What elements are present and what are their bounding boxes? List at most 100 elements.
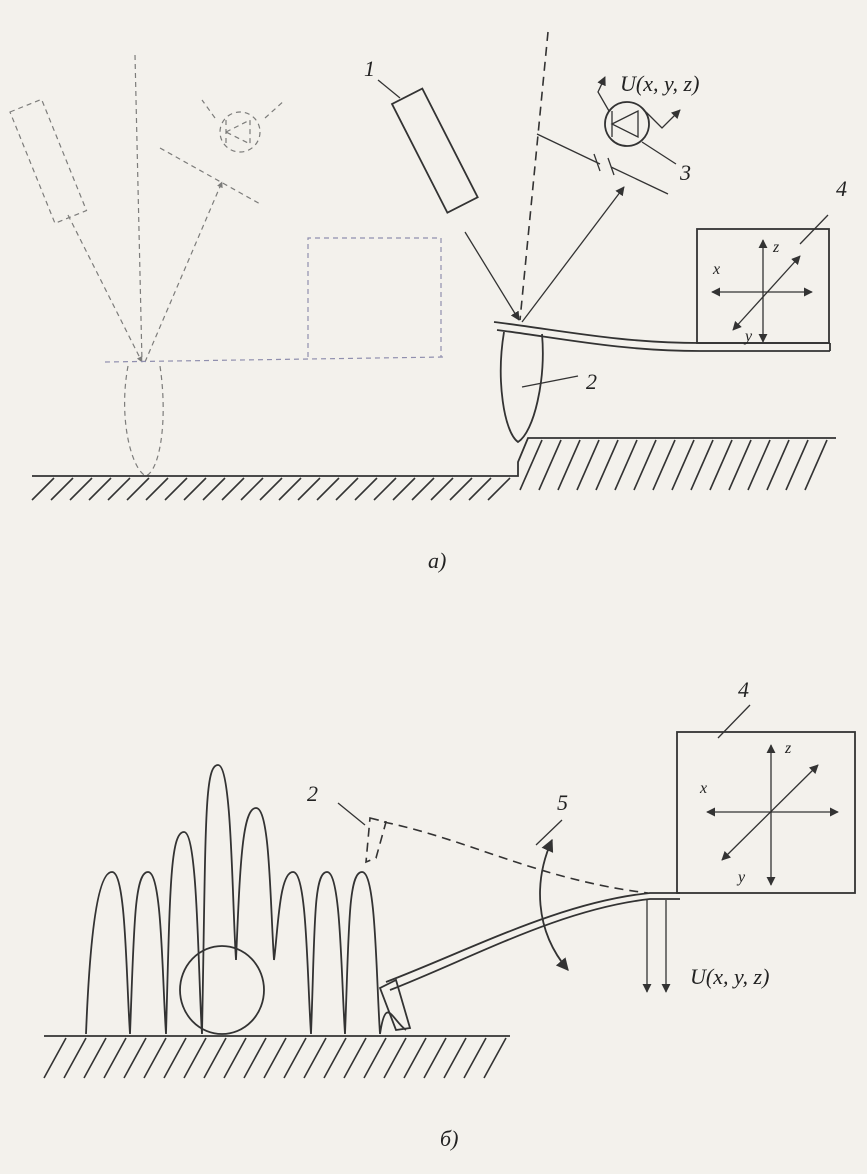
substrate-hatching-b [43,1037,507,1079]
hatch-line-b-13 [303,1037,327,1079]
oscillation-arc-5 [539,838,569,971]
hatch-line-a-left-1 [50,477,74,501]
hatch-line-b-20 [443,1037,467,1079]
cantilever-b-lower [389,898,680,991]
hatch-line-a-right-3 [576,439,600,491]
ghost-beam-in [67,214,143,363]
probe-tip-2 [499,331,544,444]
hatch-line-a-left-9 [202,477,226,501]
hatch-line-a-left-16 [335,477,359,501]
label-4-b: 4 [738,677,749,702]
cantilever-a-lower [496,329,830,352]
substrate-surface-a [32,437,836,477]
hatch-line-b-14 [323,1037,347,1079]
photodiode-plate-left [536,133,601,165]
hatch-line-a-right-14 [785,439,809,491]
hatch-line-b-8 [203,1037,227,1079]
tip-2-b [378,978,412,1031]
hatch-line-b-4 [123,1037,147,1079]
diagram-b: 2 5 x z y 4 U(x, y, z) б) [43,677,856,1151]
hatch-line-b-2 [83,1037,107,1079]
leader-4-a [799,214,829,245]
hatch-line-a-left-14 [297,477,321,501]
label-5: 5 [557,790,568,815]
ghost-normal [134,54,143,363]
hatch-line-a-left-24 [487,477,511,501]
hatch-line-b-18 [403,1037,427,1079]
hatch-line-a-left-17 [354,477,378,501]
leader-1 [377,79,401,99]
ghost-photodiode-lead-2 [201,99,286,119]
leader-4-b [717,704,751,739]
caption-b: б) [440,1126,458,1151]
hatch-line-a-left-4 [107,477,131,501]
hatch-line-a-left-10 [221,477,245,501]
hatch-line-a-left-12 [259,477,283,501]
hatch-line-a-right-1 [538,439,562,491]
hatch-line-a-right-11 [728,439,752,491]
hatch-line-b-0 [43,1037,67,1079]
hatch-line-a-left-6 [145,477,169,501]
photodiode-plate-right-gap [607,157,615,176]
hatch-line-a-left-0 [31,477,55,501]
ghost-holder-box [307,237,442,357]
substrate-a [32,437,836,477]
hatch-line-a-left-23 [468,477,492,501]
hatch-line-a-right-0 [519,439,543,491]
photodiode-output-left [597,76,610,112]
hatch-line-b-5 [143,1037,167,1079]
hatch-line-b-7 [183,1037,207,1079]
axis-y-label-b: y [736,869,746,886]
leader-2-a [521,375,579,388]
axis-z-label-a: z [772,239,780,256]
piezo-scanner-4-a [696,228,830,344]
hatch-line-b-10 [243,1037,267,1079]
laser-beam-reflected [521,186,625,323]
hatch-line-a-left-11 [240,477,264,501]
substrate-hatching-a [31,439,828,501]
hatch-line-a-left-21 [430,477,454,501]
hatch-line-b-12 [283,1037,307,1079]
hatch-line-a-right-7 [652,439,676,491]
scanner-axes-a [711,239,813,343]
caption-a: а) [428,548,446,573]
diagram-a: x z y 4 1 3 U(x, y, z) 2 а) [9,31,847,573]
hatch-line-a-right-15 [804,439,828,491]
tip-2-b-dashed [365,816,387,864]
laser-1 [390,87,479,214]
ghost-photodiode-lead [159,147,263,206]
hatch-line-b-22 [483,1037,507,1079]
ghost-laser [9,98,88,225]
leader-2-b [337,802,366,826]
cantilever-a [493,321,830,344]
signal-label-b: U(x, y, z) [690,964,769,989]
ghost-beam-out [144,181,223,363]
hatch-line-a-right-5 [614,439,638,491]
leader-3 [641,141,677,165]
hatch-line-b-3 [103,1037,127,1079]
hatch-line-a-right-13 [766,439,790,491]
hatch-line-b-17 [383,1037,407,1079]
hatch-line-a-left-18 [373,477,397,501]
scanner-axes-b [706,744,839,886]
hatch-line-b-9 [223,1037,247,1079]
label-3: 3 [679,160,691,185]
label-4-a: 4 [836,176,847,201]
photodiode-output-right [645,109,681,129]
hatch-line-a-right-6 [633,439,657,491]
ghost-photodiode [219,111,261,153]
hatch-line-a-left-3 [88,477,112,501]
hatch-line-a-left-20 [411,477,435,501]
hatch-line-b-11 [263,1037,287,1079]
ghost-cantilever-level [104,356,446,363]
photodiode-plate-right [610,166,669,195]
piezo-scanner-4-b [676,731,856,894]
hatch-line-b-6 [163,1037,187,1079]
hatch-line-a-right-2 [557,439,581,491]
hatch-line-b-16 [363,1037,387,1079]
label-2-b: 2 [307,781,318,806]
ghost-photodiode-symbol [224,119,251,145]
hatch-line-a-right-8 [671,439,695,491]
surface-particle [179,945,265,1035]
